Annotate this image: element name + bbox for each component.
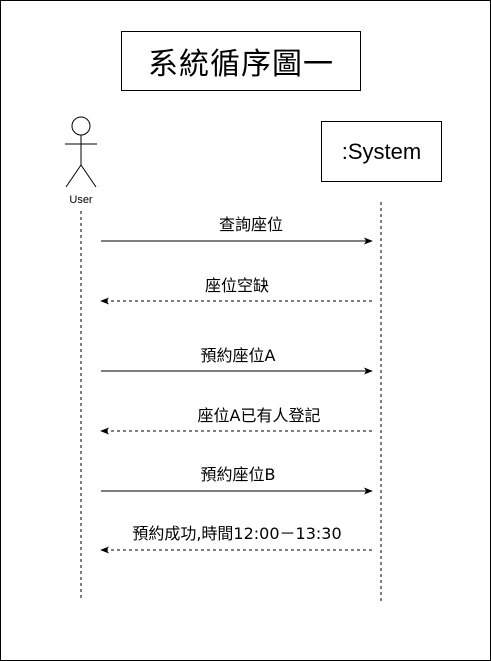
diagram-title: 系統循序圖一 (121, 31, 361, 91)
message-label: 座位A已有人登記 (197, 406, 321, 425)
message-label: 預約成功,時間12:00－13:30 (132, 524, 342, 543)
actor-stick-figure-icon (65, 116, 97, 188)
message-label: 預約座位A (200, 346, 276, 365)
message-label: 座位空缺 (204, 276, 270, 295)
actor-label: User (69, 194, 93, 206)
message-label: 查詢座位 (218, 215, 284, 234)
message-label: 預約座位B (200, 465, 276, 484)
system-lifeline-head: :System (321, 121, 442, 182)
